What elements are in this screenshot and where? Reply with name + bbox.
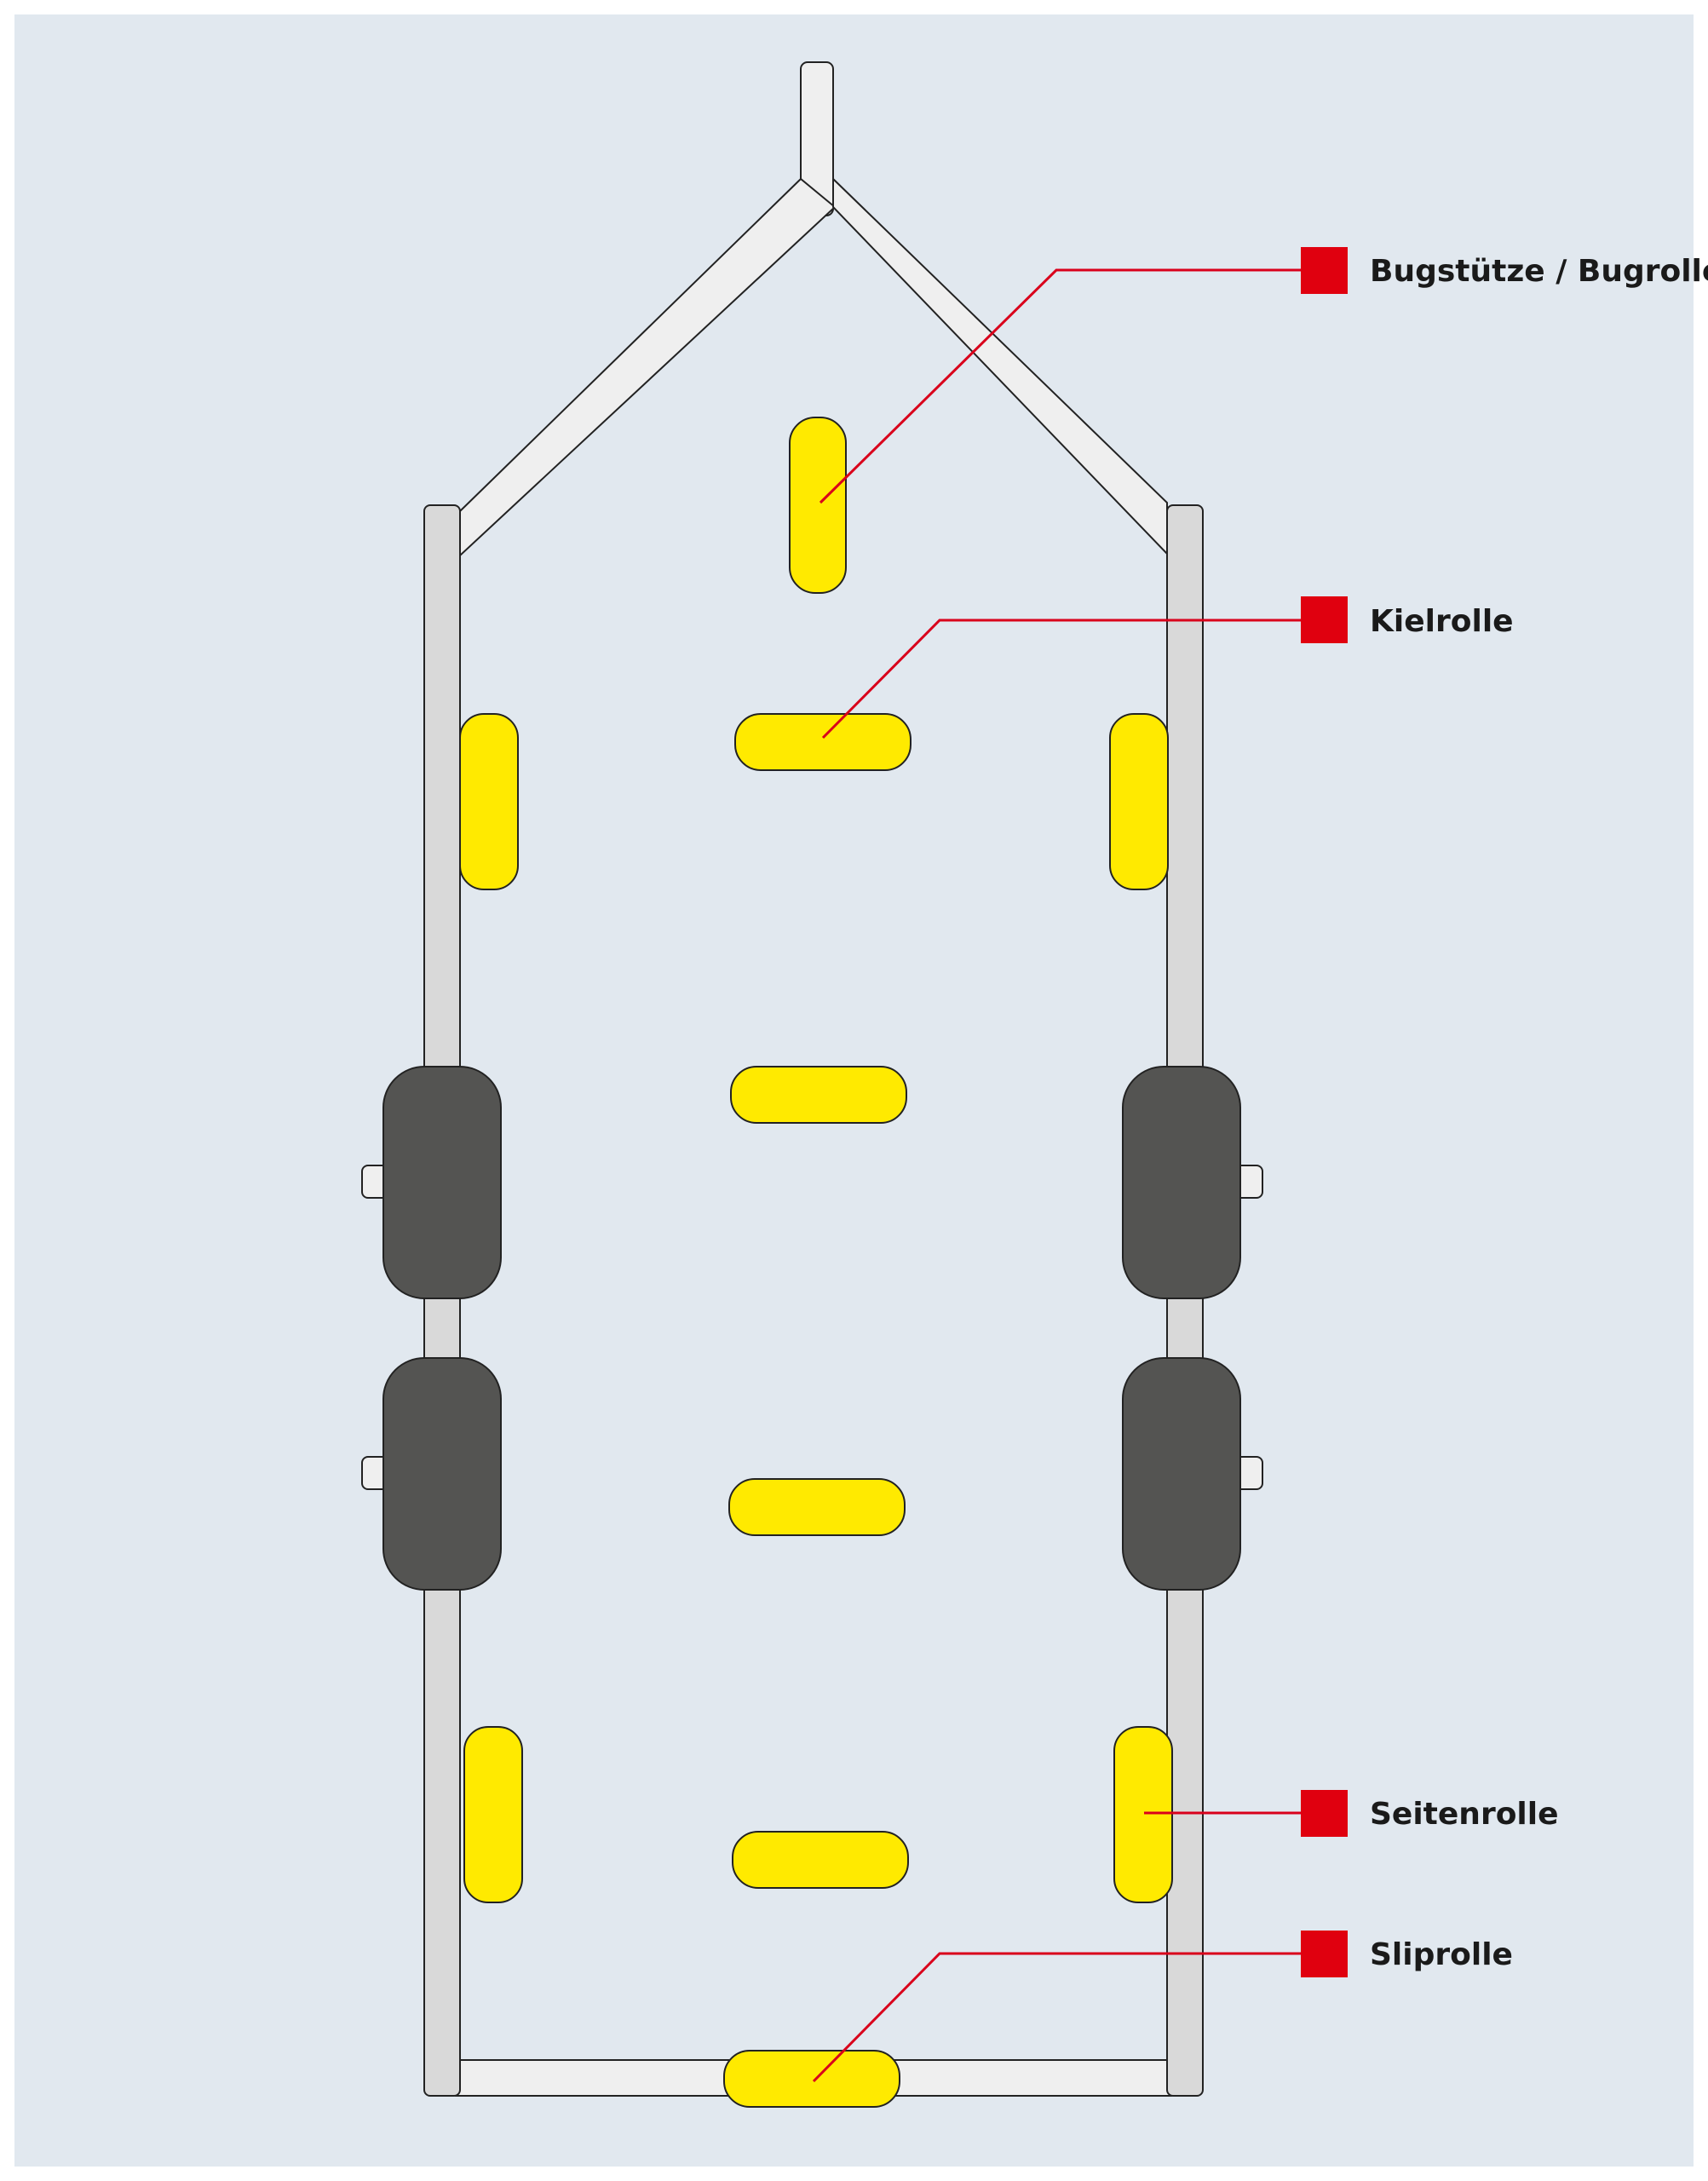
tire-rear-right bbox=[1122, 1357, 1241, 1591]
slip-roller bbox=[723, 2050, 900, 2108]
label-side-roller: Seitenrolle bbox=[1370, 1797, 1559, 1832]
tire-front-right bbox=[1122, 1066, 1241, 1299]
callout-labels: Bugstütze / Bugrolle Kielrolle Seitenrol… bbox=[1370, 254, 1708, 1972]
keel-roller bbox=[732, 1831, 909, 1889]
marker-bow-support bbox=[1301, 247, 1348, 294]
tire-front-left bbox=[382, 1066, 502, 1299]
leader-line-keel-roller bbox=[821, 619, 1301, 739]
marker-slip-roller bbox=[1301, 1931, 1348, 1977]
bow-support-roller bbox=[789, 417, 847, 594]
side-roller bbox=[463, 1726, 523, 1903]
keel-roller bbox=[734, 713, 912, 771]
leader-line-bow-support bbox=[819, 268, 1301, 504]
side-roller bbox=[1109, 713, 1169, 890]
callout-markers bbox=[1301, 247, 1348, 1977]
right-side-rail bbox=[1166, 504, 1204, 2097]
rollers bbox=[459, 417, 1173, 2108]
wheels bbox=[361, 1066, 1263, 1591]
marker-side-roller bbox=[1301, 1790, 1348, 1837]
label-keel-roller: Kielrolle bbox=[1370, 604, 1514, 639]
label-slip-roller: Sliprolle bbox=[1370, 1937, 1513, 1972]
keel-roller bbox=[730, 1066, 907, 1124]
side-roller bbox=[1113, 1726, 1173, 1903]
label-bow-support: Bugstütze / Bugrolle bbox=[1370, 254, 1708, 289]
tire-rear-left bbox=[382, 1357, 502, 1591]
keel-roller bbox=[728, 1478, 906, 1536]
leader-line-slip-roller bbox=[812, 1952, 1301, 2083]
left-side-rail bbox=[423, 504, 461, 2097]
marker-keel-roller bbox=[1301, 596, 1348, 643]
callouts bbox=[812, 268, 1301, 2083]
side-roller bbox=[459, 713, 519, 890]
